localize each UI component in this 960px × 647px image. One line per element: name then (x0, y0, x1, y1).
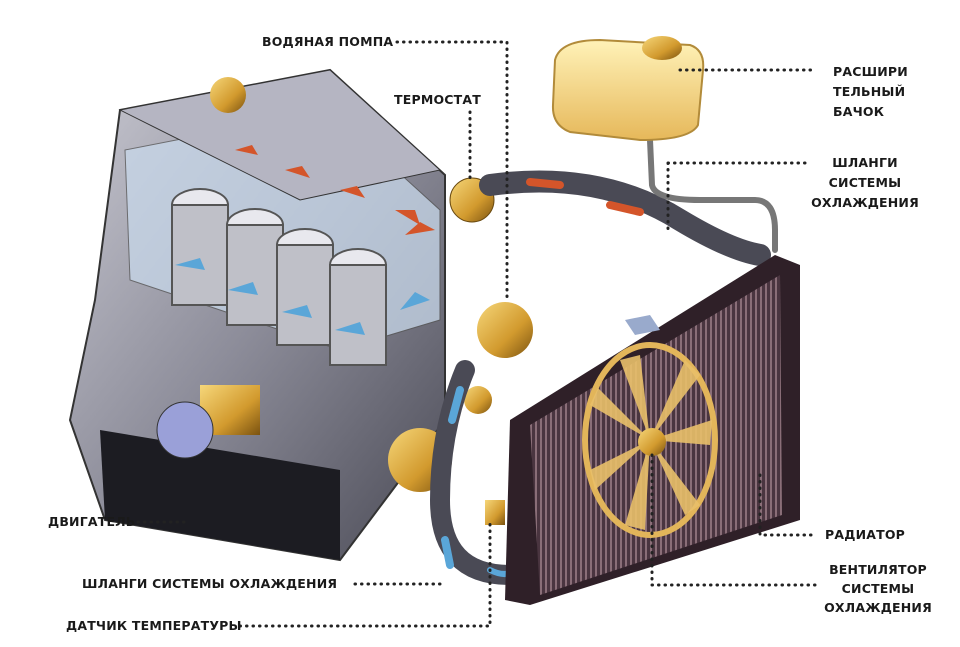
oil-cap (210, 77, 246, 113)
label-thermostat: ТЕРМОСТАТ (394, 92, 481, 107)
temperature-sensor (485, 500, 505, 525)
oil-filter (156, 401, 214, 459)
label-fan: ВЕНТИЛЯТОР СИСТЕМЫ ОХЛАЖДЕНИЯ (822, 560, 934, 617)
label-temp-sensor: ДАТЧИК ТЕМПЕРАТУРЫ (66, 618, 242, 633)
label-hoses-left: ШЛАНГИ СИСТЕМЫ ОХЛАЖДЕНИЯ (82, 576, 338, 591)
hoses (429, 137, 778, 585)
label-line: БАЧОК (833, 104, 885, 119)
radiator-cap (625, 315, 660, 335)
idler-pulley (464, 386, 492, 414)
fan-hub (638, 428, 666, 456)
label-line: ШЛАНГИ (832, 155, 898, 170)
fan (582, 342, 718, 538)
label-water-pump: ВОДЯНАЯ ПОМПА (262, 34, 394, 49)
water-pump-pulley (477, 302, 533, 358)
engine (68, 68, 533, 562)
label-line: ОХЛАЖДЕНИЯ (811, 195, 919, 210)
label-line: ВЕНТИЛЯТОР (829, 562, 927, 577)
label-line: СИСТЕМЫ (828, 175, 902, 190)
label-line: СИСТЕМЫ (841, 581, 915, 596)
label-line: ОХЛАЖДЕНИЯ (824, 600, 932, 615)
hot-flow-arrows (235, 145, 435, 235)
label-hoses-right: ШЛАНГИ СИСТЕМЫ ОХЛАЖДЕНИЯ (810, 153, 920, 213)
expansion-tank (551, 36, 705, 142)
label-line: РАСШИРИ (833, 64, 908, 79)
cold-flow-arrows (175, 258, 430, 335)
label-radiator: РАДИАТОР (825, 527, 906, 542)
label-expansion-tank: РАСШИРИ ТЕЛЬНЫЙ БАЧОК (833, 62, 908, 122)
label-line: ТЕЛЬНЫЙ (833, 84, 906, 99)
label-engine: ДВИГАТЕЛЬ (48, 514, 136, 529)
leader-lines (136, 40, 822, 628)
tank-cap (642, 36, 682, 60)
